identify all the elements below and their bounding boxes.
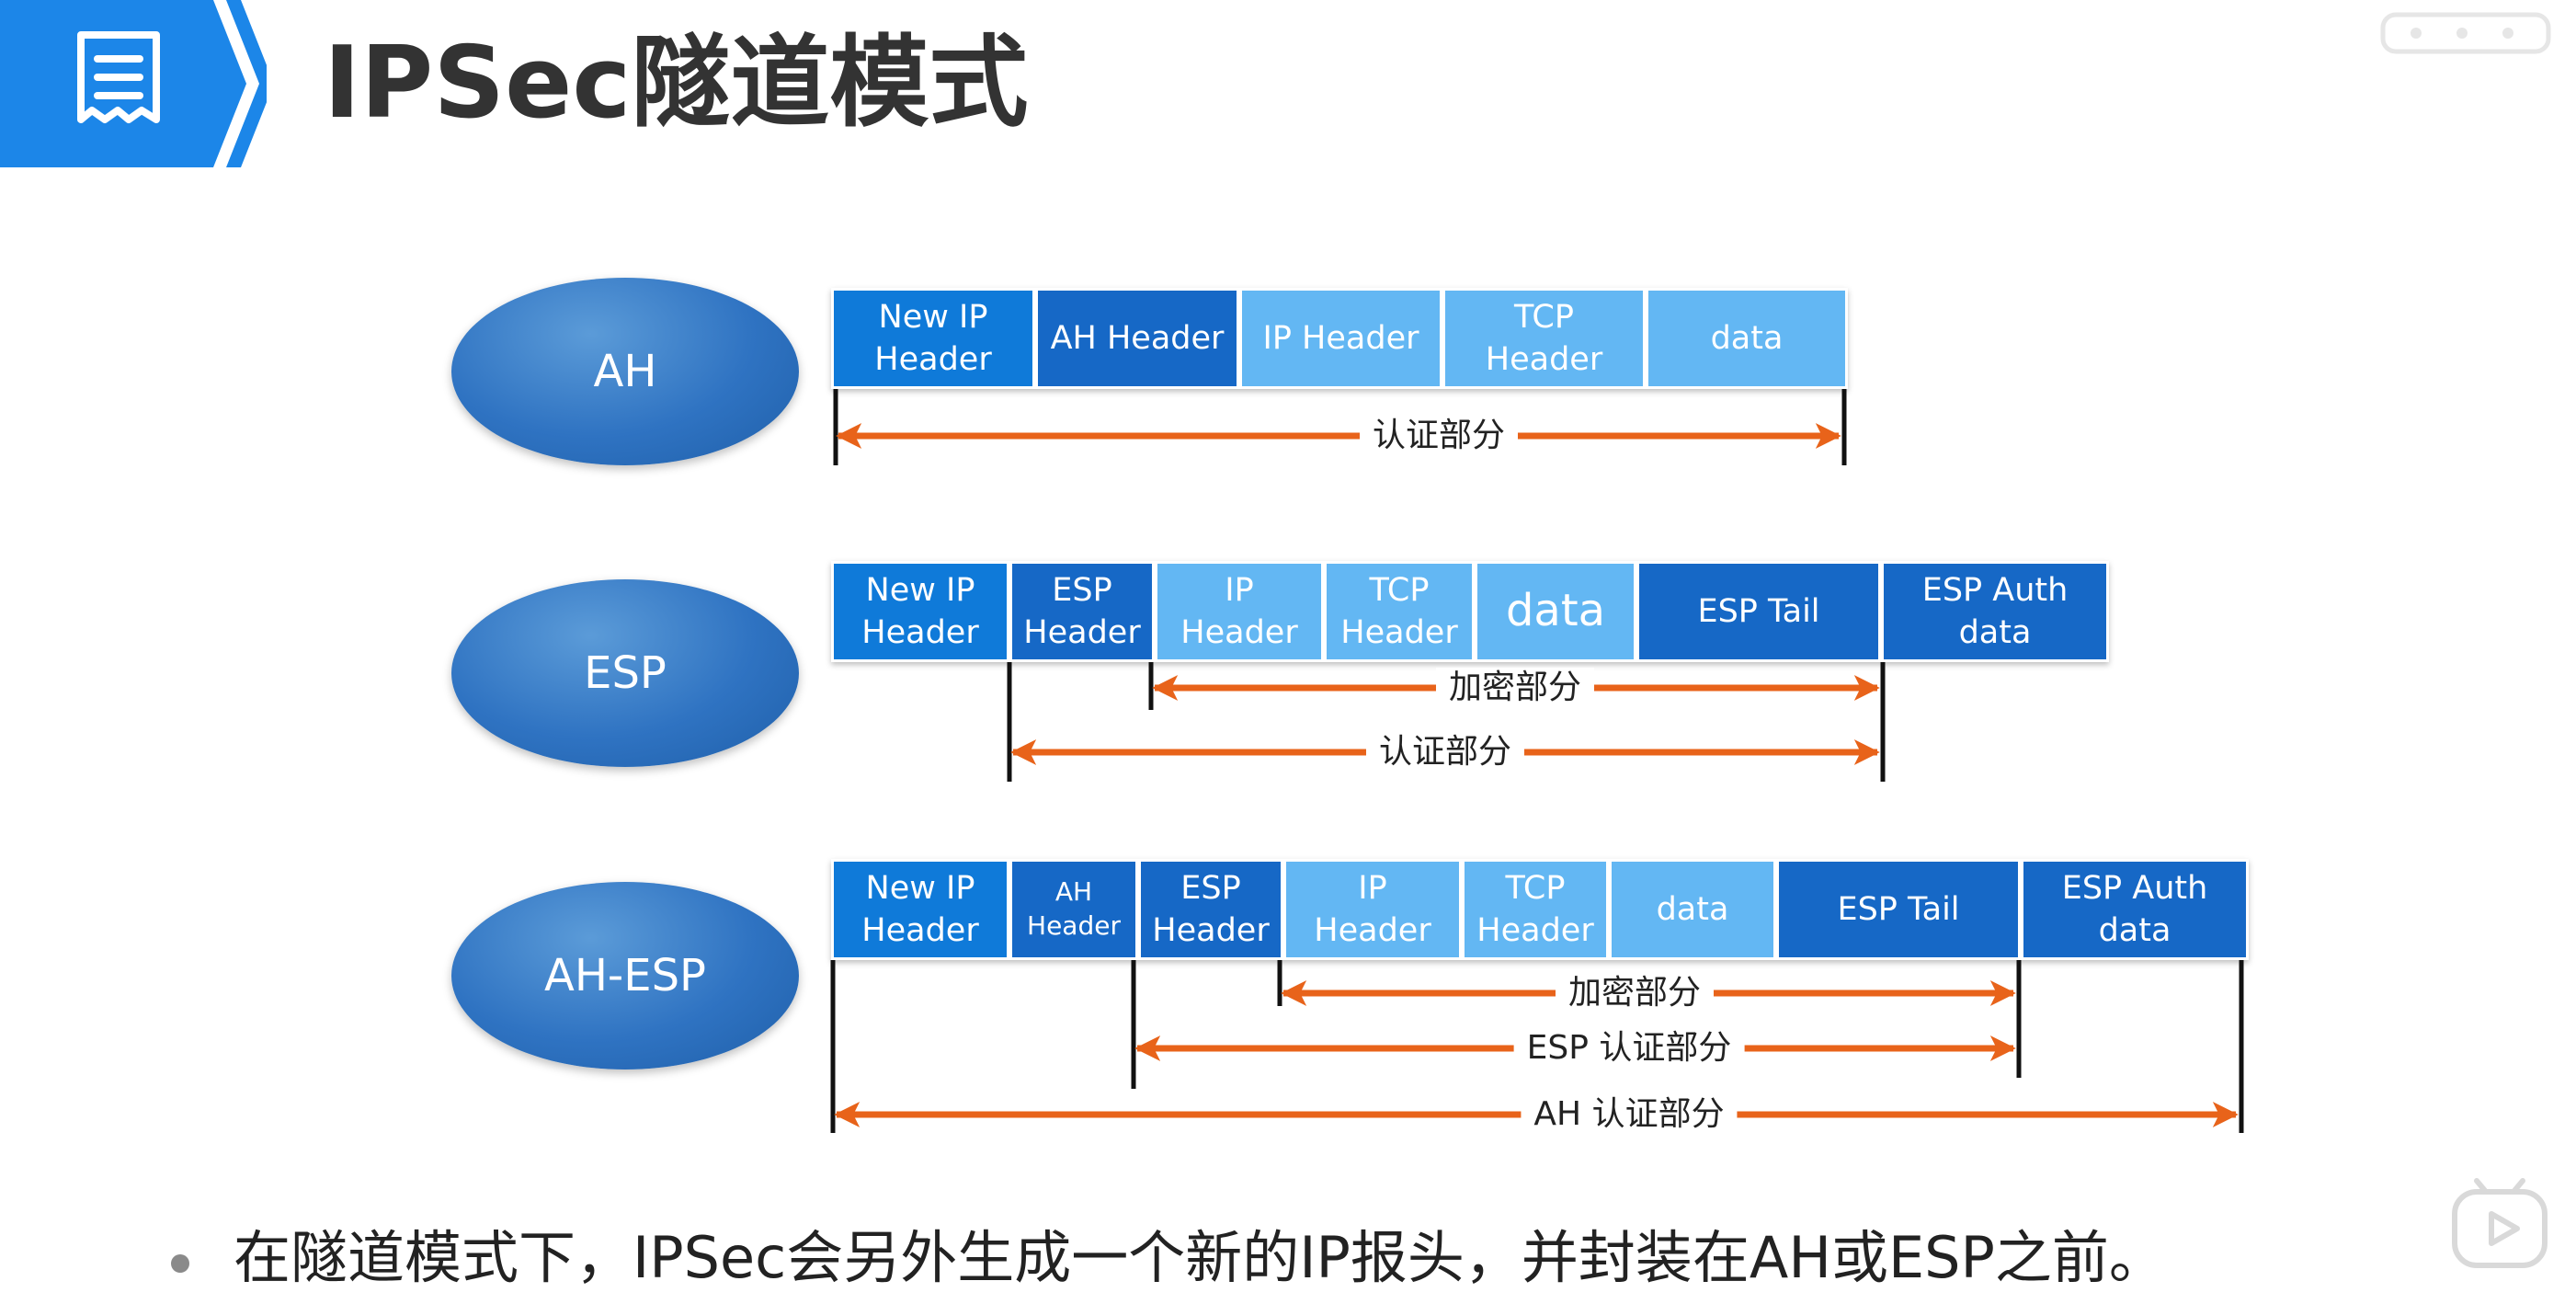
ah-cell-new-ip-header: New IP Header (831, 288, 1035, 389)
esp-encrypt-label: 加密部分 (1435, 668, 1595, 708)
ahesp-cell-ah-header: AH Header (1009, 859, 1138, 960)
ahesp-esp-auth-label: ESP 认证部分 (1513, 1028, 1745, 1069)
ahesp-cell-ip-header: IP Header (1283, 859, 1462, 960)
ah-packet: New IP Header AH Header IP Header TCP He… (831, 288, 1848, 389)
ahesp-cell-data: data (1609, 859, 1776, 960)
ah-auth-label: 认证部分 (1359, 416, 1519, 456)
ahesp-oval: AH-ESP (451, 882, 799, 1070)
ahesp-cell-tcp-header: TCP Header (1462, 859, 1609, 960)
header-badge (0, 0, 267, 167)
esp-auth-label: 认证部分 (1365, 732, 1525, 772)
esp-cell-esp-header: ESP Header (1009, 561, 1155, 662)
bullet-text: 在隧道模式下，IPSec会另外生成一个新的IP报头，并封装在AH或ESP之前。 (234, 1224, 2166, 1291)
bilibili-watermark (2380, 12, 2551, 54)
ahesp-ah-auth-label: AH 认证部分 (1521, 1094, 1738, 1135)
esp-cell-ip-header: IP Header (1155, 561, 1324, 662)
ah-oval-label: AH (593, 346, 657, 397)
ah-cell-data: data (1646, 288, 1848, 389)
ah-cell-tcp-header: TCP Header (1442, 288, 1646, 389)
ahesp-encrypt-label: 加密部分 (1555, 973, 1715, 1013)
ahesp-cell-esp-header: ESP Header (1138, 859, 1283, 960)
ah-oval: AH (451, 278, 799, 465)
play-icon[interactable] (2449, 1172, 2550, 1273)
esp-cell-esp-tail: ESP Tail (1636, 561, 1881, 662)
page-title: IPSec隧道模式 (324, 26, 1029, 141)
ahesp-cell-esp-auth-data: ESP Auth data (2021, 859, 2249, 960)
ah-cell-ah-header: AH Header (1035, 288, 1239, 389)
bullet-dot (171, 1254, 189, 1273)
esp-oval: ESP (451, 579, 799, 767)
esp-cell-esp-auth-data: ESP Auth data (1881, 561, 2109, 662)
esp-cell-tcp-header: TCP Header (1324, 561, 1475, 662)
esp-cell-new-ip-header: New IP Header (831, 561, 1009, 662)
ah-cell-ip-header: IP Header (1239, 288, 1442, 389)
ahesp-oval-label: AH-ESP (544, 950, 706, 1001)
ahesp-packet: New IP Header AH Header ESP Header IP He… (831, 859, 2249, 960)
esp-oval-label: ESP (584, 647, 667, 699)
ahesp-cell-new-ip-header: New IP Header (831, 859, 1009, 960)
esp-packet: New IP Header ESP Header IP Header TCP H… (831, 561, 2109, 662)
esp-cell-data: data (1475, 561, 1636, 662)
ahesp-cell-esp-tail: ESP Tail (1776, 859, 2021, 960)
document-list-icon (77, 31, 160, 123)
